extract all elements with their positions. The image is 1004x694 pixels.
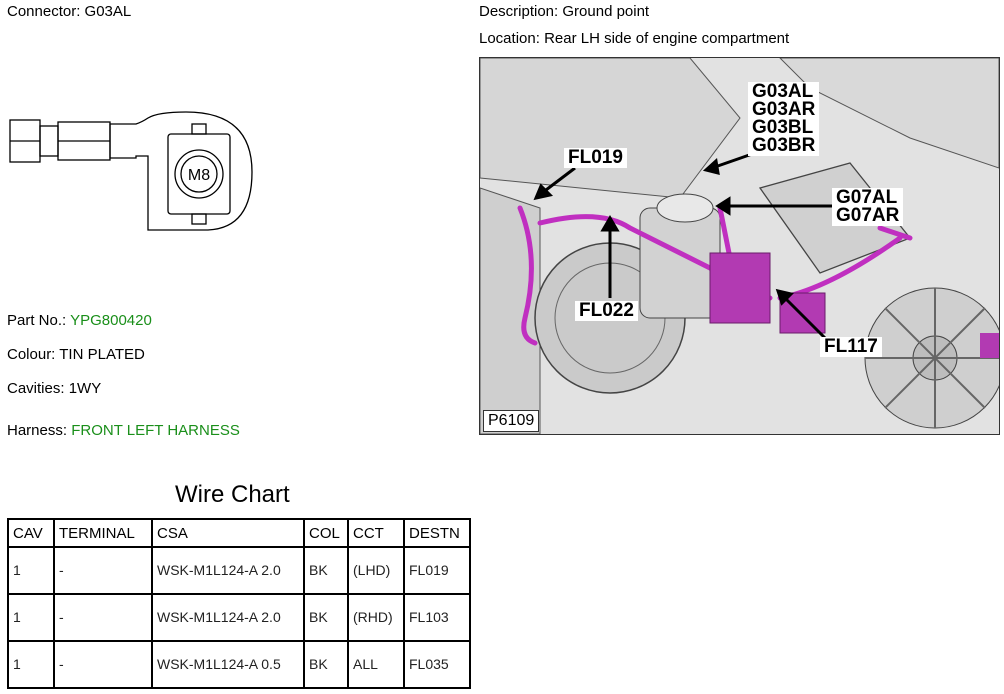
location-photo: G03AL G03AR G03BL G03BR FL019 G07AL G07A…	[479, 57, 1000, 435]
table-header-row: CAV TERMINAL CSA COL CCT DESTN	[7, 518, 471, 548]
connector-label: Connector:	[7, 3, 81, 20]
callout-g07-grounds: G07AL G07AR	[832, 188, 904, 226]
wire-chart-title: Wire Chart	[175, 481, 290, 508]
ring-terminal-icon: M8	[9, 111, 253, 231]
connector-value: G03AL	[84, 3, 132, 20]
photo-id-label: P6109	[483, 410, 540, 432]
connector-line: Connector: G03AL	[7, 3, 131, 21]
cell-destn: FL035	[403, 640, 471, 689]
callout-fl019: FL019	[564, 148, 627, 168]
cell-col: BK	[303, 546, 349, 595]
location-label: Location:	[479, 30, 540, 47]
harness-link[interactable]: FRONT LEFT HARNESS	[71, 422, 240, 439]
cell-destn: FL103	[403, 593, 471, 642]
wire-chart-table: CAV TERMINAL CSA COL CCT DESTN 1 - WSK-M…	[7, 518, 471, 689]
cell-cav: 1	[7, 546, 55, 595]
colour-value: TIN PLATED	[59, 346, 145, 363]
cell-cav: 1	[7, 593, 55, 642]
table-row: 1 - WSK-M1L124-A 0.5 BK ALL FL035	[7, 640, 471, 689]
cell-cav: 1	[7, 640, 55, 689]
cell-terminal: -	[53, 640, 153, 689]
callout-g03-grounds: G03AL G03AR G03BL G03BR	[748, 82, 820, 156]
cell-terminal: -	[53, 593, 153, 642]
cavities-label: Cavities:	[7, 380, 65, 397]
header-cav: CAV	[7, 518, 55, 548]
cell-csa: WSK-M1L124-A 2.0	[151, 593, 305, 642]
cell-col: BK	[303, 593, 349, 642]
table-row: 1 - WSK-M1L124-A 2.0 BK (LHD) FL019	[7, 546, 471, 595]
cell-terminal: -	[53, 546, 153, 595]
callout-fl022: FL022	[575, 301, 638, 321]
connector-drawing: M8	[8, 110, 258, 240]
description-value: Ground point	[562, 3, 650, 20]
cell-col: BK	[303, 640, 349, 689]
header-cct: CCT	[347, 518, 405, 548]
header-csa: CSA	[151, 518, 305, 548]
engine-bay-illustration	[480, 58, 999, 434]
callout-fl117: FL117	[820, 337, 882, 357]
stud-size-label: M8	[188, 167, 210, 184]
harness-line: Harness: FRONT LEFT HARNESS	[7, 422, 240, 440]
header-destn: DESTN	[403, 518, 471, 548]
description-line: Description: Ground point	[479, 3, 649, 21]
part-no-line: Part No.: YPG800420	[7, 312, 152, 330]
part-no-label: Part No.:	[7, 312, 67, 329]
cell-csa: WSK-M1L124-A 2.0	[151, 546, 305, 595]
cell-destn: FL019	[403, 546, 471, 595]
colour-line: Colour: TIN PLATED	[7, 346, 145, 364]
harness-label: Harness:	[7, 422, 68, 439]
colour-label: Colour:	[7, 346, 56, 363]
cavities-value: 1WY	[68, 380, 102, 397]
table-row: 1 - WSK-M1L124-A 2.0 BK (RHD) FL103	[7, 593, 471, 642]
cell-csa: WSK-M1L124-A 0.5	[151, 640, 305, 689]
description-label: Description:	[479, 3, 559, 20]
header-terminal: TERMINAL	[53, 518, 153, 548]
cell-cct: (RHD)	[347, 593, 405, 642]
part-no-link[interactable]: YPG800420	[70, 312, 152, 329]
cavities-line: Cavities: 1WY	[7, 380, 101, 398]
cell-cct: ALL	[347, 640, 405, 689]
cell-cct: (LHD)	[347, 546, 405, 595]
location-line: Location: Rear LH side of engine compart…	[479, 30, 789, 48]
header-col: COL	[303, 518, 349, 548]
location-value: Rear LH side of engine compartment	[544, 30, 790, 47]
